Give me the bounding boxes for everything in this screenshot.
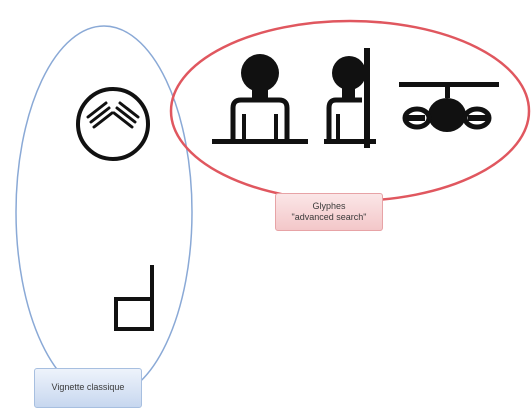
classic-label-box: Vignette classique [34,368,142,408]
disc-on-bar-icon [399,82,499,132]
classic-label: Vignette classique [51,382,125,392]
corner-bracket-icon [114,265,154,331]
figure-at-desk-icon [212,54,308,144]
circle-hatch-icon [76,87,150,161]
figure-with-bar-icon [324,48,376,148]
classic-group-outline [15,25,193,399]
glyphs-label-line2: "advanced search" [291,212,367,222]
glyphs-label-box: Glyphes "advanced search" [275,193,383,231]
glyphs-label-line1: Glyphes [312,201,346,211]
